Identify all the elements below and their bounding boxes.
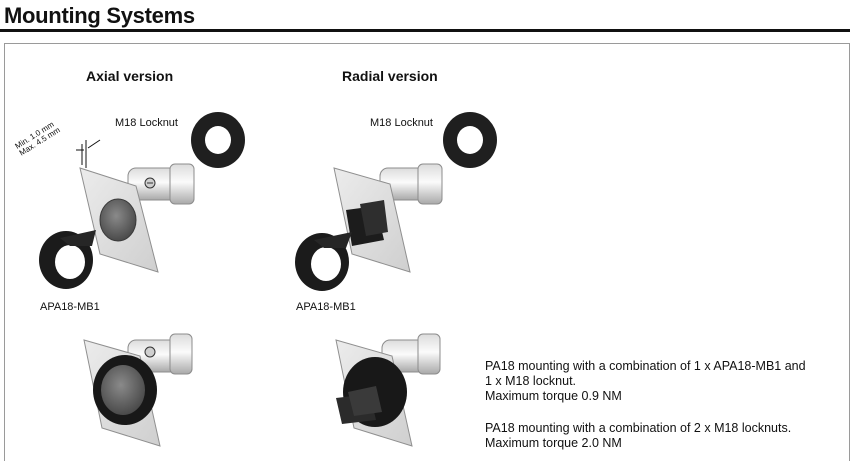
mounting-note-adapter: PA18 mounting with a combination of 1 x … — [485, 359, 806, 404]
axial-exploded-figure — [39, 112, 245, 289]
apa18-mb1-radial — [295, 232, 352, 291]
axial-assembled-figure — [83, 333, 193, 447]
page-title: Mounting Systems — [4, 3, 195, 28]
m18-locknut-axial — [191, 112, 245, 168]
m18-locknut-radial — [443, 112, 497, 168]
title-divider — [0, 29, 850, 32]
radial-locknut-label: M18 Locknut — [370, 117, 433, 129]
note1-line1: PA18 mounting with a combination of 1 x … — [485, 359, 806, 373]
radial-assembled-figure — [335, 333, 441, 447]
note2-line1: PA18 mounting with a combination of 2 x … — [485, 421, 792, 435]
note1-line2: 1 x M18 locknut. — [485, 374, 577, 388]
radial-exploded-figure — [295, 112, 497, 291]
axial-adapter-label: APA18-MB1 — [40, 301, 100, 313]
sensor-face — [99, 198, 137, 242]
note2-line2: Maximum torque 2.0 NM — [485, 436, 622, 450]
radial-adapter-label: APA18-MB1 — [296, 301, 356, 313]
axial-heading: Axial version — [86, 68, 174, 84]
note1-line3: Maximum torque 0.9 NM — [485, 389, 622, 403]
mounting-note-locknuts: PA18 mounting with a combination of 2 x … — [485, 421, 791, 451]
axial-locknut-label: M18 Locknut — [115, 117, 178, 129]
apa18-mb1-axial — [39, 230, 96, 289]
radial-heading: Radial version — [342, 68, 438, 84]
